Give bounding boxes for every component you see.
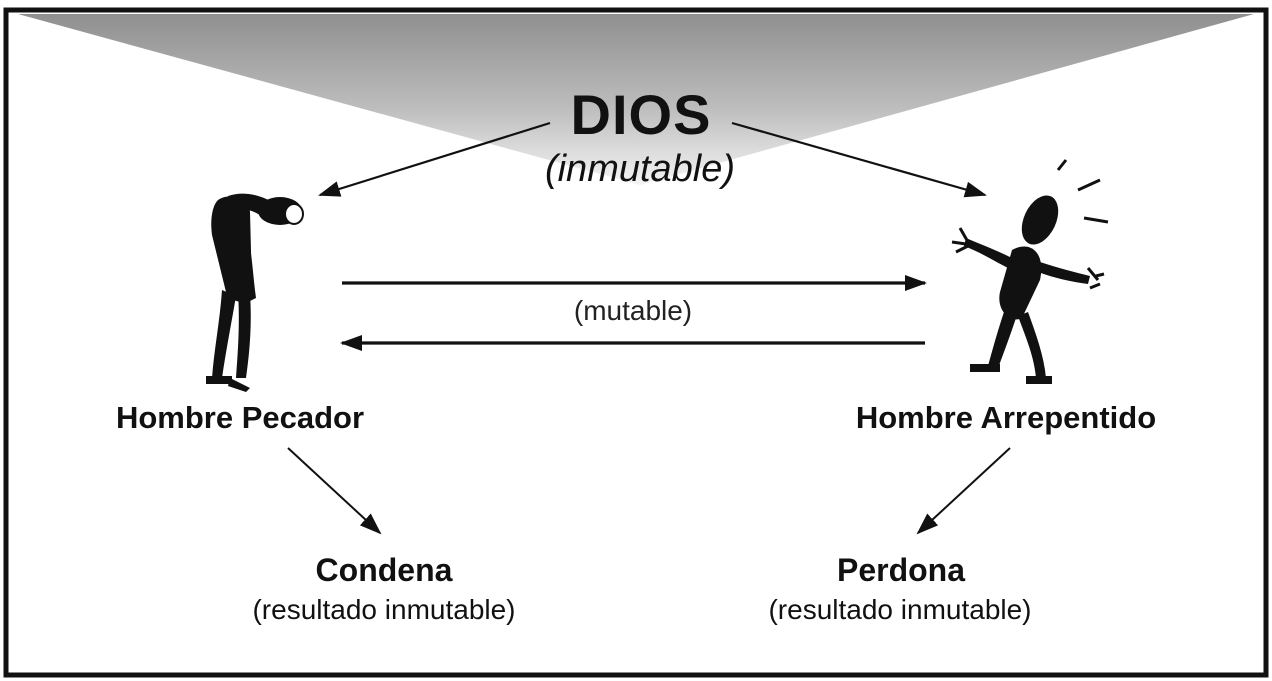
sinner-outcome: Condena [315,552,453,588]
mutable-label: (mutable) [573,295,693,326]
god-title: DIOS [570,83,712,146]
arrow-repentant-to-perdona [916,447,1011,535]
repentant-figure [951,159,1109,384]
light-beam [18,14,1254,185]
god-subtitle: (inmutable) [544,148,736,190]
arrow-god-to-sinner [318,121,551,197]
repentant-outcome-note: (resultado inmutable) [768,594,1032,625]
arrow-god-to-repentant [731,121,987,198]
sinner-name: Hombre Pecador [115,400,365,435]
sinner-outcome-note: (resultado inmutable) [252,594,516,625]
repentant-outcome: Perdona [836,552,966,588]
arrow-sinner-to-condena [287,447,382,535]
repentant-name: Hombre Arrepentido [855,400,1157,435]
sinner-figure [206,193,304,392]
